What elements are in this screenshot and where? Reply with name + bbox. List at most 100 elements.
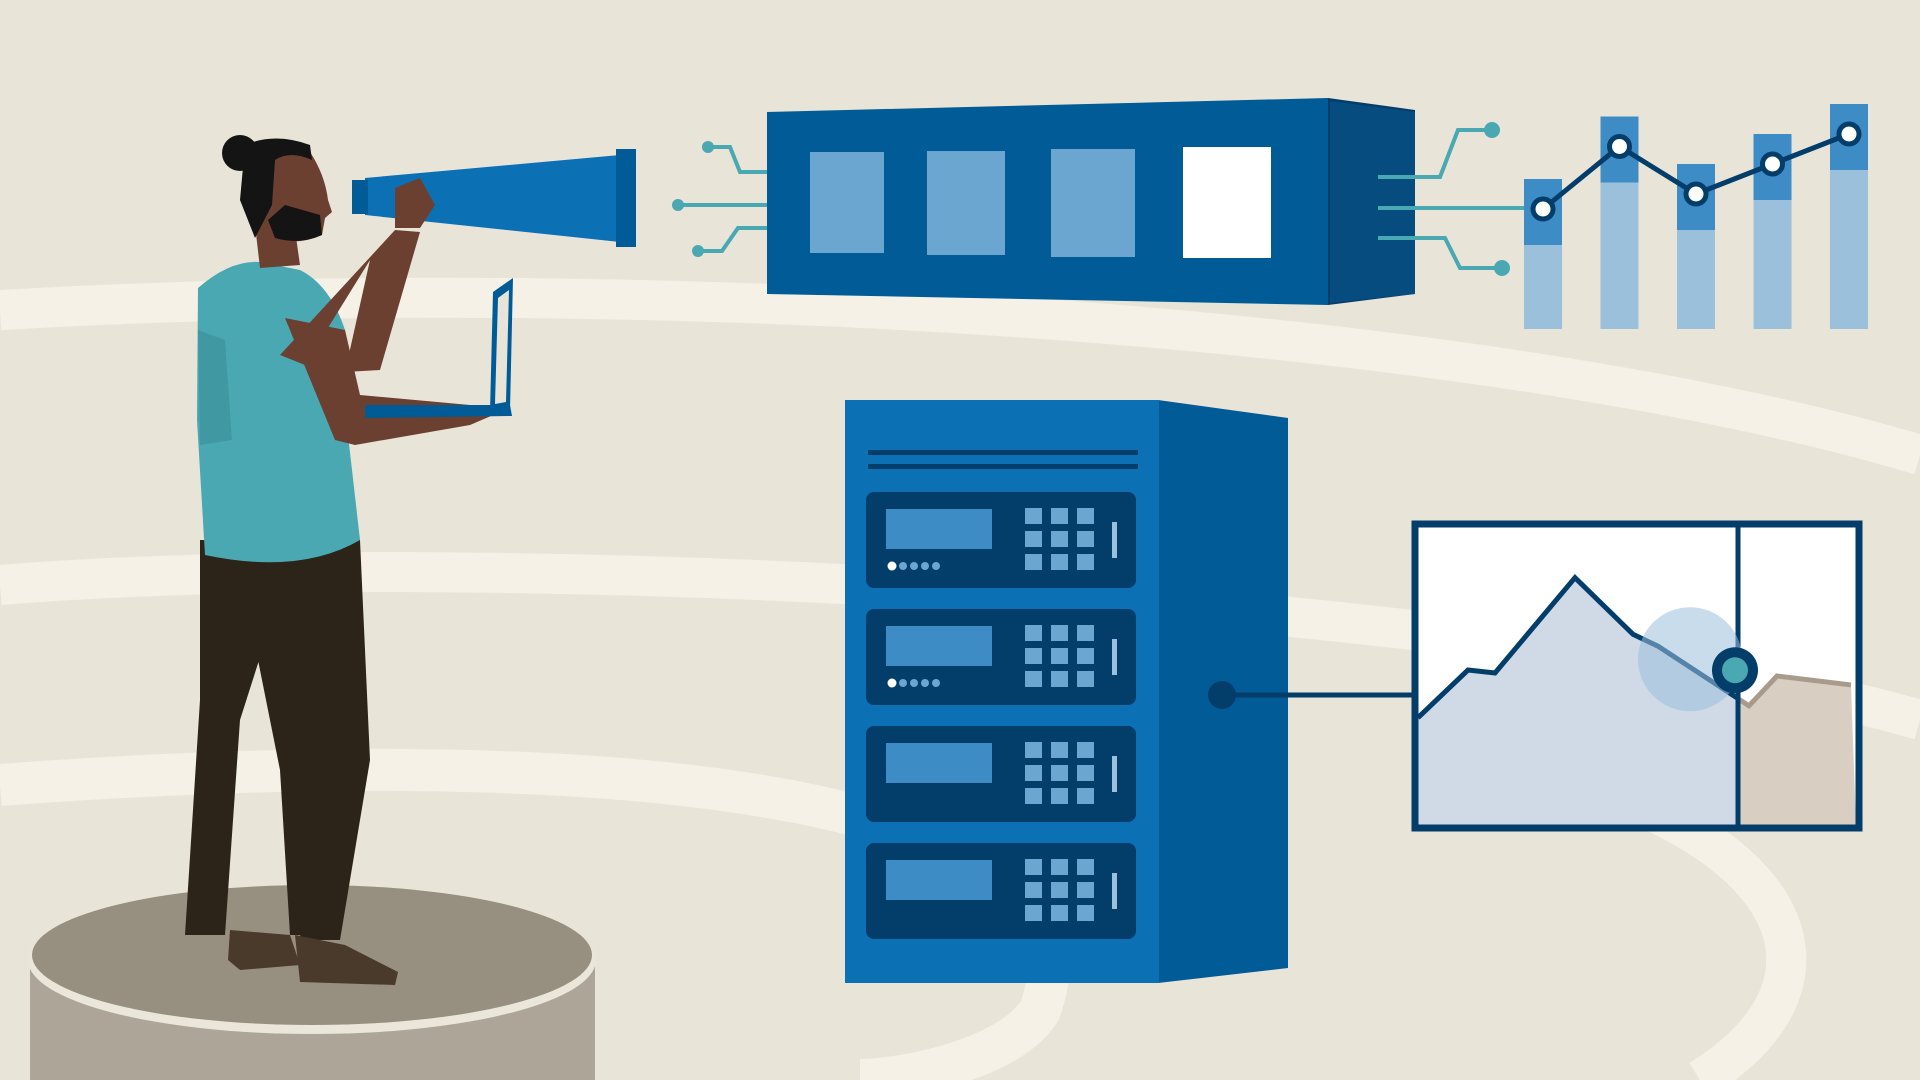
line-chart-monitor-icon (1411, 520, 1863, 832)
server-unit-key (1077, 859, 1094, 875)
server-unit-key (1025, 788, 1042, 804)
server-unit-key (1077, 531, 1094, 547)
server-led (910, 679, 918, 687)
pipeline-window-1 (810, 152, 884, 253)
person-hand-spyglass (395, 178, 435, 228)
line-chart-line-faded (1736, 673, 1852, 710)
chart-point-3 (1683, 181, 1709, 207)
person-shirt-shade (198, 330, 232, 445)
server-unit-key (1051, 554, 1068, 570)
highlight-halo (1638, 607, 1742, 712)
server-unit-key (1077, 905, 1094, 921)
chart-point-4 (1760, 151, 1785, 177)
server-unit-key (1077, 625, 1094, 641)
server-led (910, 562, 918, 570)
laptop-base (365, 405, 512, 418)
person-beard (268, 205, 322, 241)
server-unit-key (1051, 648, 1068, 664)
server-unit-key (1025, 859, 1042, 875)
server-led (899, 562, 907, 570)
pipeline-input-wires (680, 145, 768, 253)
server-unit-key (1077, 554, 1094, 570)
server-unit-key (1051, 859, 1068, 875)
server-unit-key (1051, 671, 1068, 687)
server-led-on (887, 561, 897, 571)
server-unit-key (1051, 882, 1068, 898)
server-unit-key (1025, 671, 1042, 687)
pipeline-input-nodes (672, 141, 714, 257)
server-unit-display (886, 860, 992, 900)
server-unit-key (1025, 625, 1042, 641)
server-unit-key (1025, 905, 1042, 921)
server-unit-key (1051, 742, 1068, 758)
connection-node (1208, 681, 1236, 709)
monitor-frame (1411, 520, 1863, 832)
server-unit-2 (866, 609, 1136, 705)
server-unit-key (1025, 508, 1042, 524)
pipeline-end-cap-face (1330, 101, 1415, 303)
server-unit-key (1025, 765, 1042, 781)
server-unit-key (1051, 508, 1068, 524)
pipeline-window-4-highlighted (1183, 147, 1271, 258)
laptop-screen-face (495, 290, 509, 404)
chart-point-5 (1836, 121, 1862, 147)
data-pipeline-icon (672, 98, 1530, 305)
server-unit-key (1077, 508, 1094, 524)
pipeline-window-2 (927, 151, 1005, 255)
pipeline-output-nodes (1484, 122, 1510, 276)
server-unit-key (1051, 531, 1068, 547)
chart-point-1 (1530, 196, 1556, 222)
server-unit-slot (1112, 756, 1117, 792)
server-unit-slot (1112, 639, 1117, 675)
server-unit-key (1025, 882, 1042, 898)
server-monitor-connection (1208, 681, 1420, 709)
laptop-icon (365, 278, 513, 418)
server-unit-display (886, 626, 992, 666)
highlight-point (1722, 657, 1748, 684)
person-hair (240, 138, 312, 238)
server-unit-key (1051, 788, 1068, 804)
person-front-leg (185, 540, 370, 940)
server-unit-key (1025, 742, 1042, 758)
server-unit-key (1051, 905, 1068, 921)
person-with-spyglass-icon (185, 135, 505, 985)
server-unit-key (1051, 765, 1068, 781)
server-unit-1 (866, 492, 1136, 588)
server-unit-key (1077, 648, 1094, 664)
server-unit-key (1051, 625, 1068, 641)
server-led (932, 562, 940, 570)
server-unit-3 (866, 726, 1136, 822)
server-unit-key (1077, 765, 1094, 781)
server-rack-icon (845, 400, 1288, 983)
server-unit-key (1077, 742, 1094, 758)
bar-line-chart-icon (1524, 104, 1868, 329)
spyglass-icon (352, 149, 636, 247)
server-led (932, 679, 940, 687)
server-led (921, 562, 929, 570)
server-unit-key (1025, 648, 1042, 664)
spyglass-tube (365, 155, 620, 242)
server-units (866, 492, 1136, 939)
spyglass-lens-ring (616, 149, 636, 247)
server-led (899, 679, 907, 687)
line-chart-area-highlighted (1418, 577, 1738, 825)
person-hair-bun (222, 135, 258, 171)
person-shoe-front (295, 935, 398, 985)
pipeline-window-3 (1051, 149, 1135, 257)
server-unit-key (1077, 882, 1094, 898)
person-shoe-back (228, 930, 300, 970)
server-led (921, 679, 929, 687)
chart-point-2 (1607, 134, 1632, 159)
server-unit-key (1077, 788, 1094, 804)
server-unit-display (886, 743, 992, 783)
server-vent-1 (868, 450, 1138, 455)
spyglass-eyepiece (352, 180, 368, 214)
server-unit-key (1025, 531, 1042, 547)
server-unit-key (1025, 554, 1042, 570)
server-unit-slot (1112, 873, 1117, 909)
server-unit-slot (1112, 522, 1117, 558)
server-unit-display (886, 509, 992, 549)
server-unit-key (1077, 671, 1094, 687)
pipeline-output-wires (1378, 128, 1530, 270)
